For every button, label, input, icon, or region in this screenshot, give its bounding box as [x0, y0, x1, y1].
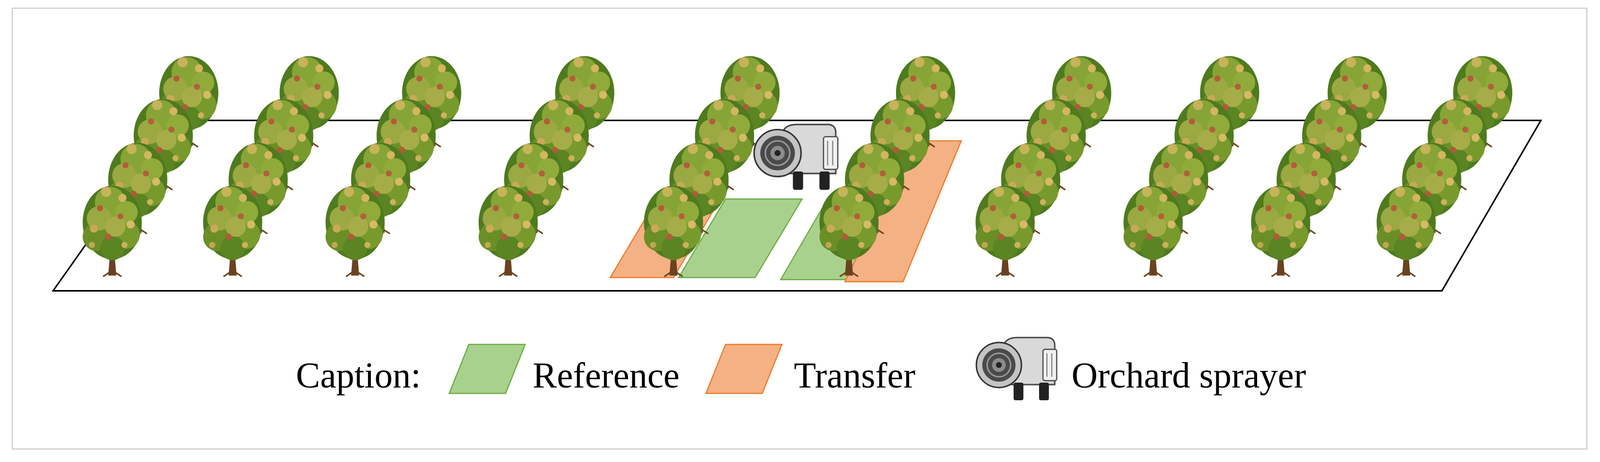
legend-text: Reference: [532, 354, 680, 397]
legend-swatch-fill: [449, 344, 526, 394]
tree-rows: [819, 56, 1513, 277]
legend-text: Orchard sprayer: [1071, 354, 1307, 397]
caption-label: Caption:: [295, 354, 421, 397]
sprayer-symbol: [976, 337, 1057, 401]
legend-swatch-fill: [705, 344, 782, 394]
legend-swatch: [705, 341, 785, 396]
tree-rows: [82, 56, 780, 277]
legend-swatch: [449, 341, 528, 396]
sprayer-icon: [974, 331, 1058, 406]
outer-frame: [12, 8, 1587, 450]
legend-text: Transfer: [794, 354, 916, 397]
orchard-sprayer: [753, 124, 838, 190]
